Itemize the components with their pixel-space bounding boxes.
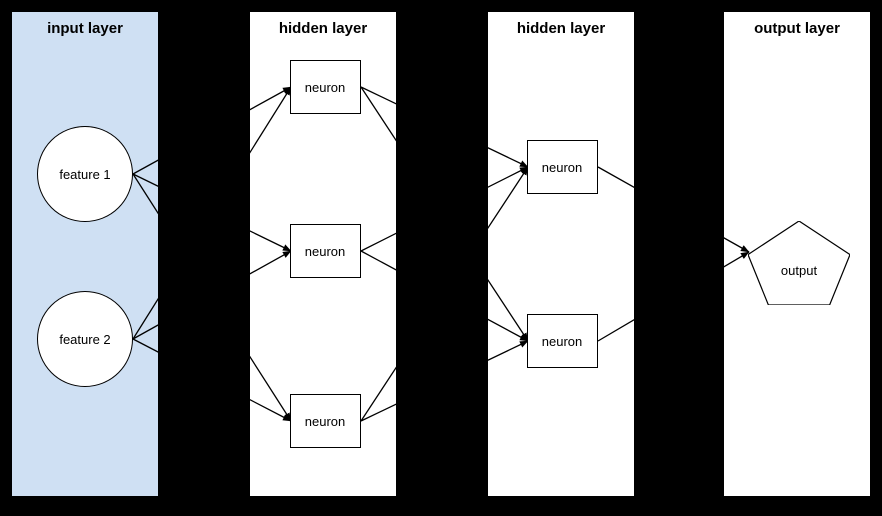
- node-label: feature 2: [59, 331, 111, 347]
- pentagon-shape: [748, 221, 850, 305]
- node-feature-1[interactable]: feature 1: [37, 126, 133, 222]
- node-output-node[interactable]: output: [748, 221, 850, 305]
- layer-title-hidden-2: hidden layer: [516, 20, 606, 37]
- node-label: output: [780, 263, 818, 278]
- node-hidden2-neuron-1[interactable]: neuron: [526, 140, 598, 194]
- layer-panel-input: [12, 12, 158, 496]
- node-label: neuron: [304, 243, 346, 259]
- layer-title-input: input layer: [47, 20, 123, 37]
- node-label: neuron: [304, 413, 346, 429]
- node-label: feature 1: [59, 166, 111, 182]
- node-hidden2-neuron-2[interactable]: neuron: [526, 314, 598, 368]
- node-label: neuron: [304, 79, 346, 95]
- layer-title-hidden-1: hidden layer: [278, 20, 368, 37]
- node-label: neuron: [541, 159, 583, 175]
- node-hidden1-neuron-2[interactable]: neuron: [289, 224, 361, 278]
- node-feature-2[interactable]: feature 2: [37, 291, 133, 387]
- node-label: neuron: [541, 333, 583, 349]
- layer-panel-hidden-2: [488, 12, 634, 496]
- node-hidden1-neuron-3[interactable]: neuron: [289, 394, 361, 448]
- node-hidden1-neuron-1[interactable]: neuron: [289, 60, 361, 114]
- layer-title-output: output layer: [754, 20, 840, 37]
